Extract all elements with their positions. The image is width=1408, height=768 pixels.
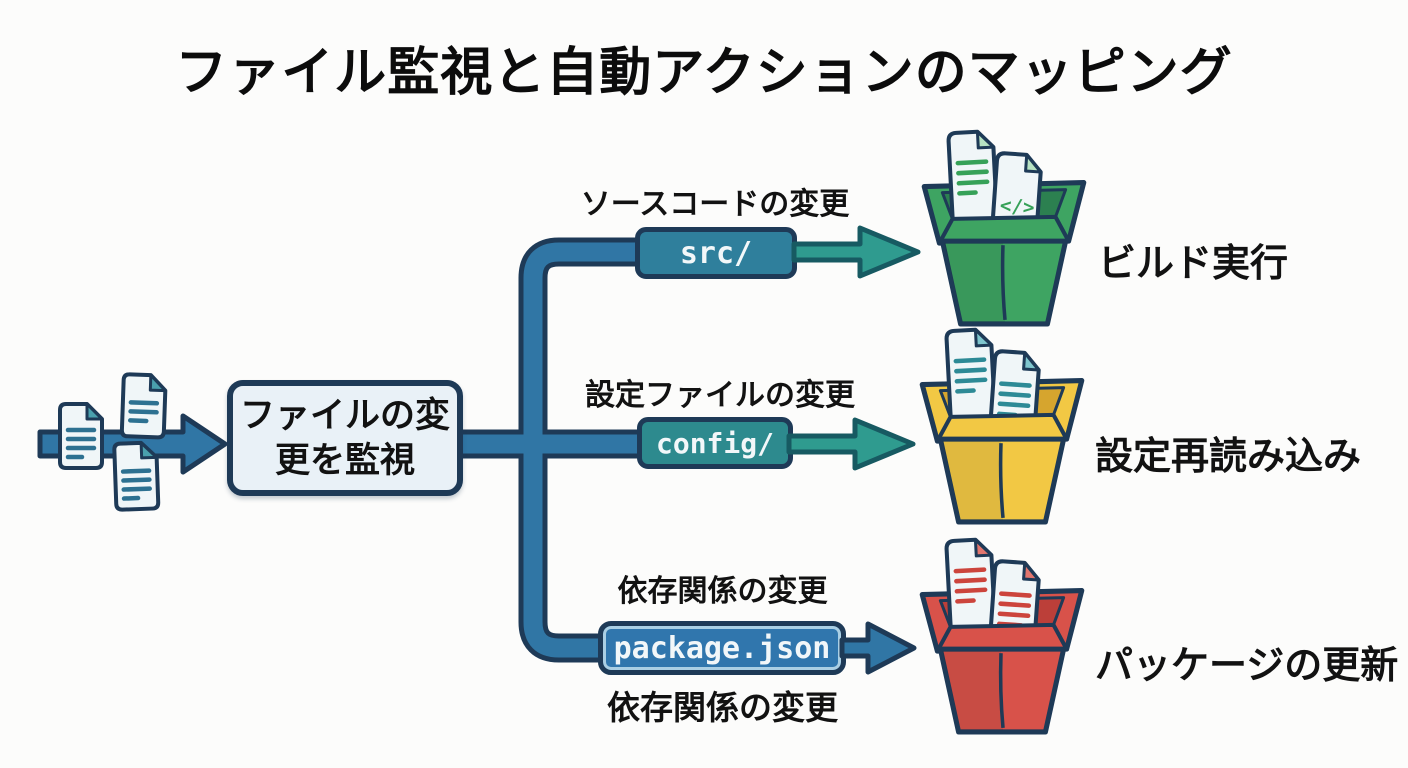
watcher-box-line1: ファイルの変	[239, 395, 450, 435]
file-icon	[58, 402, 104, 470]
incoming-files-group	[37, 372, 228, 512]
watcher-box: ファイルの変 更を監視	[227, 380, 463, 496]
file-icon	[119, 372, 168, 440]
page-title: ファイル監視と自動アクションのマッピング	[175, 44, 1233, 102]
file-icon	[112, 440, 161, 512]
watcher-box-line2: 更を監視	[274, 441, 415, 480]
